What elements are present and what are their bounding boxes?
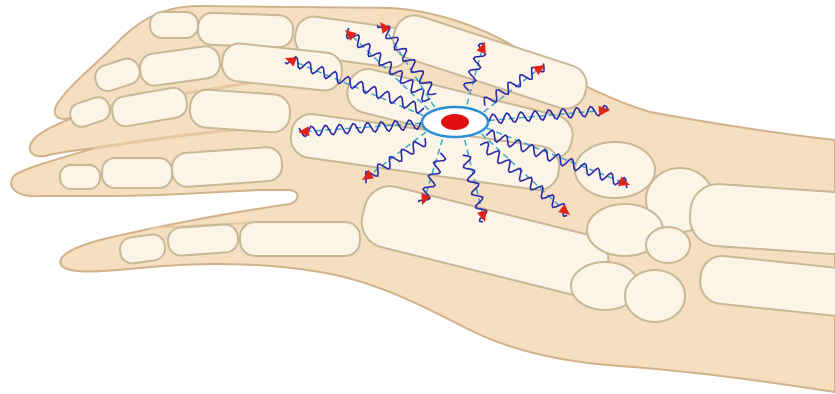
carpal-4 — [646, 227, 690, 263]
carpal-6 — [625, 270, 685, 322]
source-core-icon — [441, 114, 469, 130]
thumb-metacarpal — [240, 222, 360, 256]
phalanx-distal-4 — [60, 165, 100, 189]
thumb-proximal — [167, 224, 239, 257]
phalanx-proximal-4 — [171, 146, 283, 188]
phalanx-middle-4 — [102, 158, 172, 188]
phalanx-proximal-3 — [189, 89, 291, 134]
source — [422, 107, 488, 137]
radius-bone — [688, 182, 835, 256]
phalanx-middle-1 — [197, 12, 293, 47]
phalanx-distal-1 — [150, 12, 198, 38]
